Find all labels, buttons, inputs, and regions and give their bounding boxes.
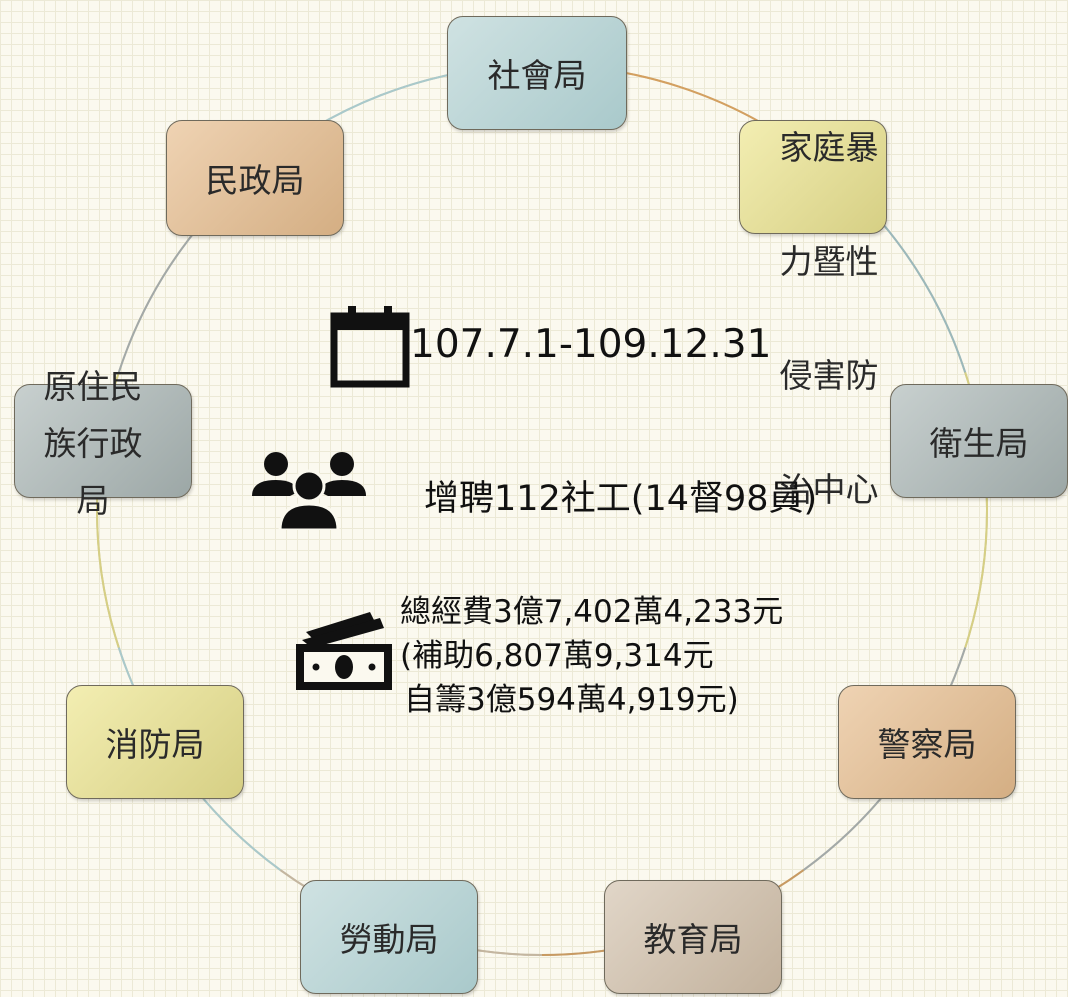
node-labor-bureau: 勞動局 — [300, 880, 478, 994]
node-police-bureau: 警察局 — [838, 685, 1016, 799]
node-social-bureau: 社會局 — [447, 16, 627, 130]
budget-self-funded: 自籌3億594萬4,919元) — [404, 682, 739, 718]
calendar-icon — [330, 306, 410, 388]
node-label: 民政局 — [205, 161, 305, 200]
node-label: 社會局 — [487, 56, 587, 95]
budget-total: 總經費3億7,402萬4,233元 — [400, 594, 784, 630]
money-bills-icon — [296, 612, 392, 690]
node-indigenous-affairs — [14, 384, 192, 498]
domestic-violence-label: 家庭暴 力暨性 侵害防 治中心 — [779, 128, 879, 509]
node-label: 教育局 — [643, 920, 743, 959]
indigenous-affairs-label: 原住民 族行政 局 — [43, 367, 143, 520]
node-civil-affairs: 民政局 — [166, 120, 344, 236]
budget-text: 總經費3億7,402萬4,233元 (補助6,807萬9,314元 自籌3億59… — [400, 590, 783, 722]
node-domestic-violence-center — [739, 120, 887, 234]
node-health-bureau: 衛生局 — [890, 384, 1068, 498]
node-label: 警察局 — [877, 725, 977, 764]
node-label: 勞動局 — [339, 920, 439, 959]
node-label: 消防局 — [105, 725, 205, 764]
node-fire-bureau: 消防局 — [66, 685, 244, 799]
node-education-bureau: 教育局 — [604, 880, 782, 994]
node-label: 衛生局 — [929, 424, 1029, 463]
staff-text: 增聘112社工(14督98員) — [424, 479, 818, 519]
budget-subsidy: (補助6,807萬9,314元 — [400, 638, 714, 674]
people-group-icon — [252, 452, 366, 530]
period-text: 107.7.1-109.12.31 — [410, 322, 772, 367]
